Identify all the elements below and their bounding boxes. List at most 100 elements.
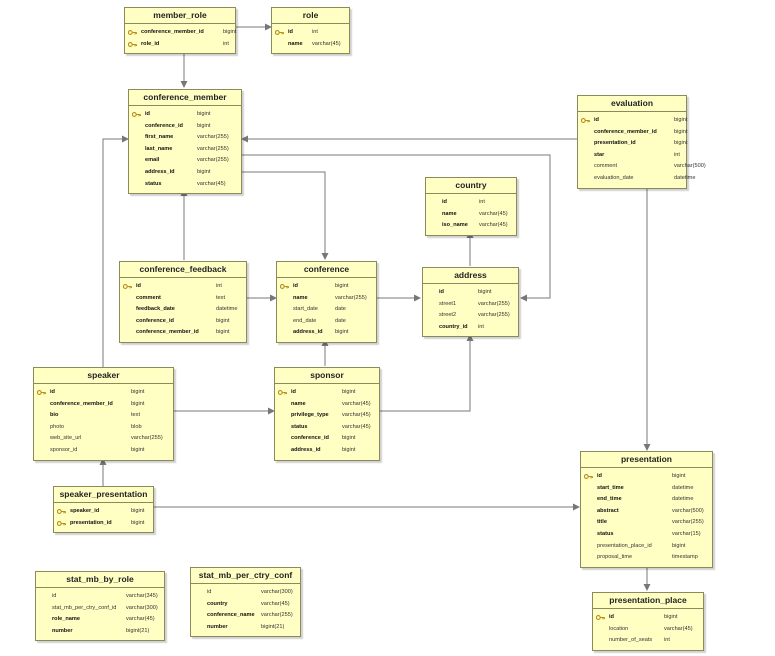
key-icon: [127, 41, 137, 48]
column-type: bigint: [672, 542, 686, 549]
column-type: bigint: [342, 435, 356, 442]
column-name: country: [207, 600, 228, 607]
column-type: varchar(345): [126, 593, 158, 599]
column-type: int: [479, 199, 485, 205]
key-icon: [583, 473, 593, 480]
key-icon: [56, 508, 66, 515]
column-type: bigint: [197, 168, 211, 175]
column-type: bigint: [664, 614, 678, 620]
column-type: text: [216, 294, 226, 301]
column-type: bigint: [216, 317, 230, 324]
column-type: varchar(45): [197, 180, 226, 187]
table-title: speaker_presentation: [54, 487, 153, 503]
column-name: country_id: [439, 323, 468, 330]
